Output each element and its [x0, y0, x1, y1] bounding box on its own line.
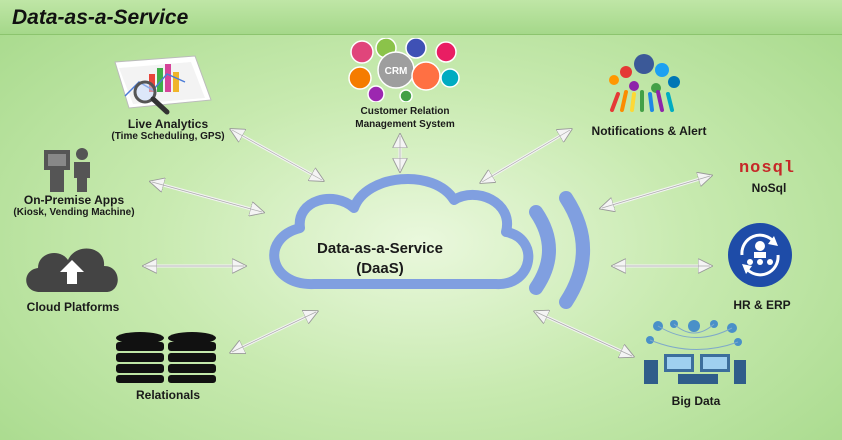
crm-sub: Management System — [355, 119, 455, 130]
kiosk-icon — [44, 148, 90, 192]
notifications-label: Notifications & Alert — [591, 124, 707, 138]
page-title: Data-as-a-Service — [12, 6, 189, 29]
social-hands-icon — [609, 54, 680, 112]
big-data-icon — [644, 320, 746, 384]
on-premise-sub: (Kiosk, Vending Machine) — [13, 207, 135, 218]
center-label-line2: (DaaS) — [356, 260, 404, 277]
live-analytics-sub: (Time Scheduling, GPS) — [111, 131, 225, 142]
title-bar: Data-as-a-Service — [0, 0, 842, 35]
center-label: Data-as-a-Service (DaaS) — [305, 239, 455, 279]
live-analytics-label: Live Analytics (Time Scheduling, GPS) — [98, 117, 238, 142]
relationals-label: Relationals — [135, 388, 201, 402]
database-icon — [116, 332, 216, 383]
hr-erp-icon — [728, 223, 792, 287]
daas-cloud-icon — [269, 174, 590, 309]
crm-gears-icon: CRM — [348, 38, 460, 102]
crm-badge: CRM — [385, 66, 408, 77]
cloud-platforms-label: Cloud Platforms — [26, 300, 120, 314]
on-premise-title: On-Premise Apps — [23, 193, 125, 207]
nosql-label: NoSql — [751, 181, 787, 195]
cloud-upload-icon — [26, 248, 118, 292]
big-data-label: Big Data — [671, 394, 721, 408]
crm-title: Customer Relation — [360, 106, 450, 117]
on-premise-label: On-Premise Apps (Kiosk, Vending Machine) — [4, 193, 144, 218]
hr-erp-label: HR & ERP — [733, 298, 791, 312]
nosql-logo: nosql — [717, 157, 817, 178]
analytics-chart-icon — [114, 55, 212, 115]
nosql-logo-text: nosql — [738, 159, 795, 178]
crm-label: Customer Relation Management System — [345, 105, 465, 131]
center-label-line1: Data-as-a-Service — [317, 240, 443, 257]
live-analytics-title: Live Analytics — [127, 117, 209, 131]
